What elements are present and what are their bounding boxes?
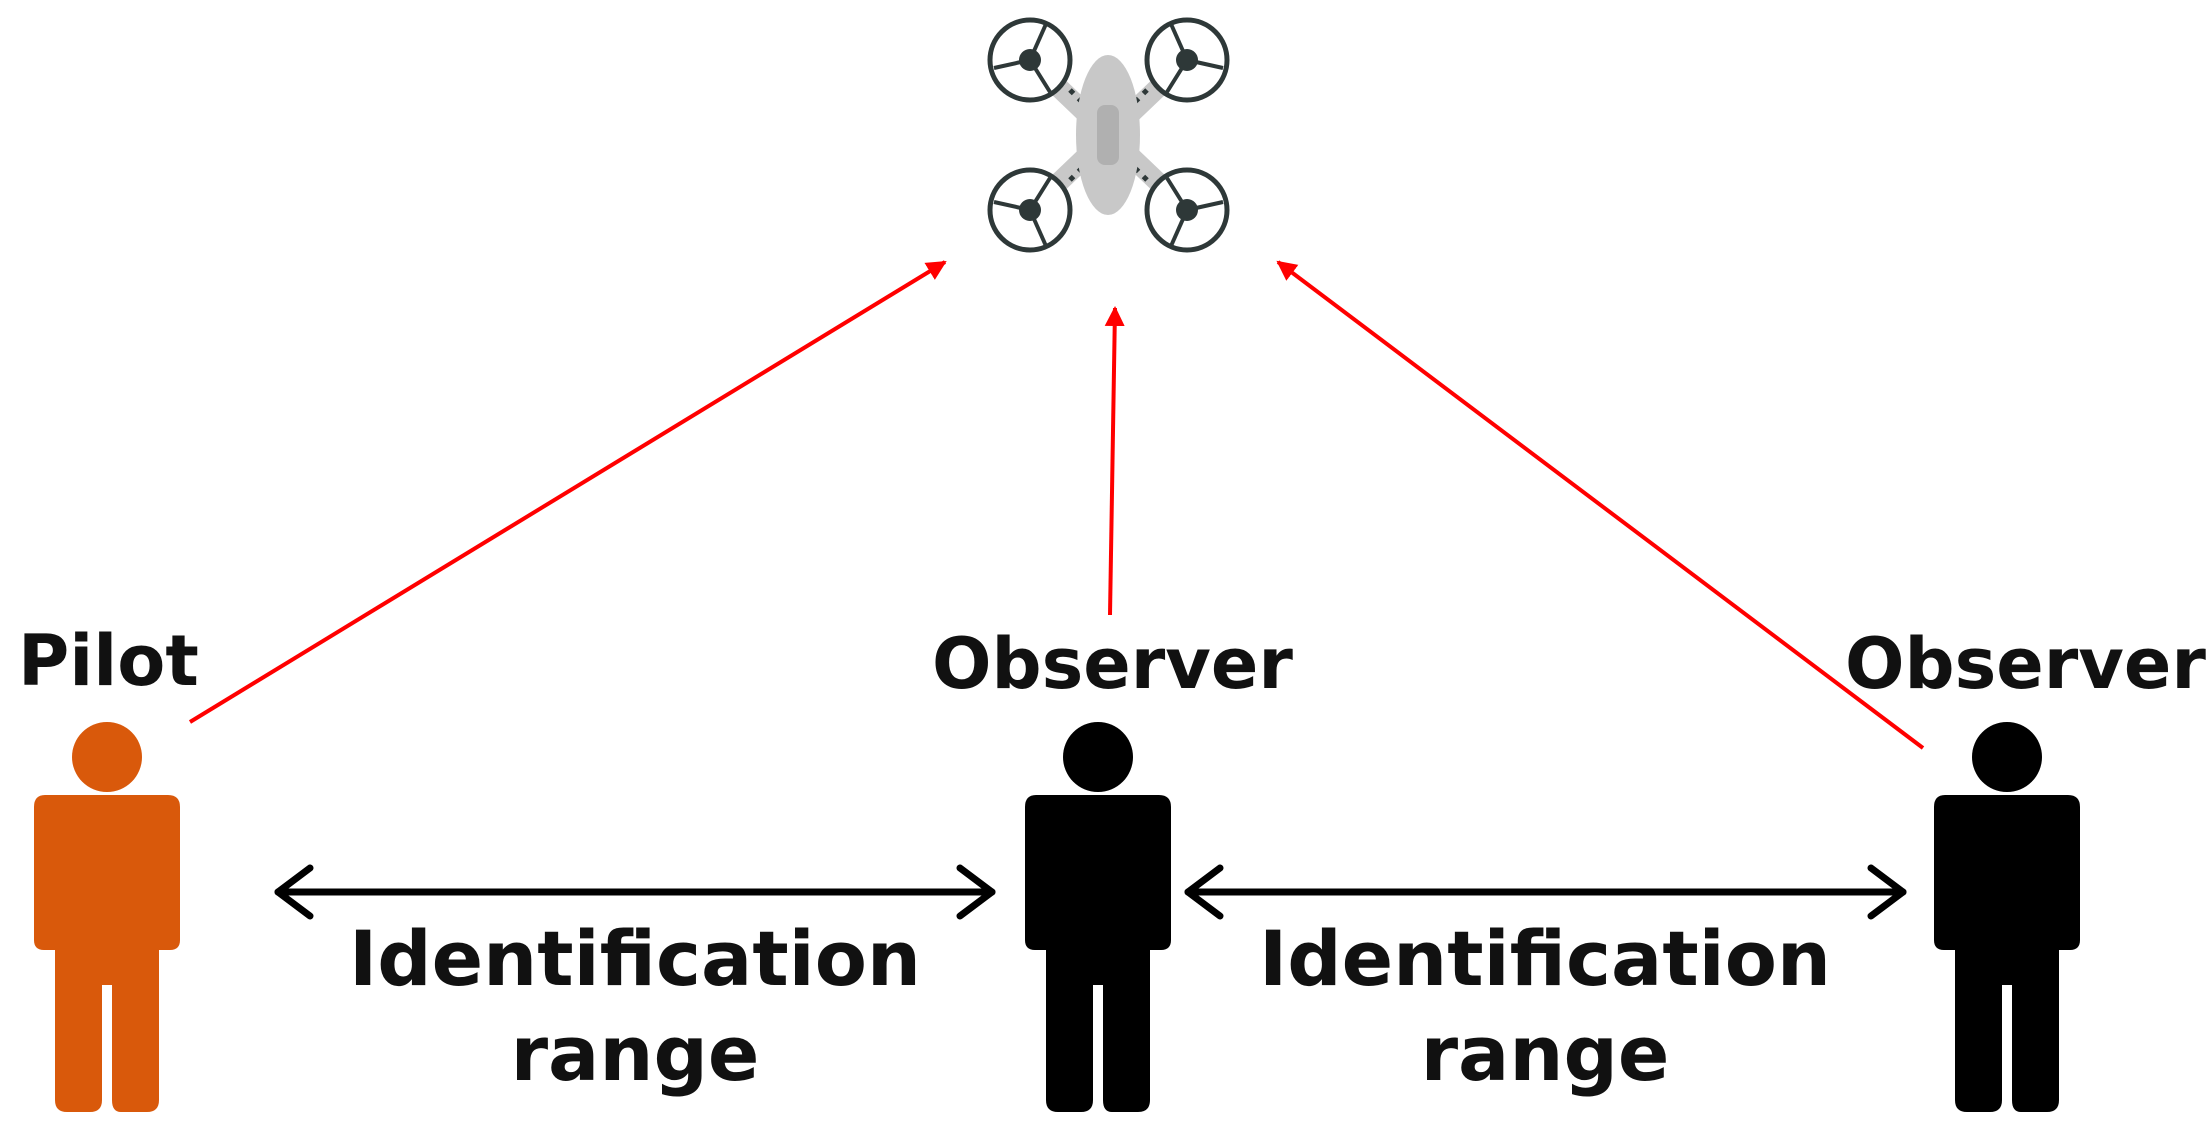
person-icon xyxy=(1025,722,1171,1112)
person-icon xyxy=(34,722,180,1112)
range-arrow-left xyxy=(274,864,996,920)
rotor-bottom-left xyxy=(987,167,1073,253)
range-label-right-line2: range xyxy=(1421,1009,1670,1098)
pilot-label: Pilot xyxy=(18,620,199,702)
observer-figure-center: Observer xyxy=(932,623,1293,1112)
range-label-left-line2: range xyxy=(511,1009,760,1098)
pilot-figure: Pilot xyxy=(18,620,199,1112)
person-icon xyxy=(1934,722,2080,1112)
range-label-right-line1: Identification xyxy=(1259,914,1831,1003)
sight-line-pilot xyxy=(188,260,947,724)
range-label-left: Identification range xyxy=(349,914,921,1098)
range-label-right: Identification range xyxy=(1259,914,1831,1098)
sight-line-observer-center xyxy=(1104,306,1125,616)
rotor-bottom-right xyxy=(1144,167,1230,253)
sight-lines xyxy=(188,260,1925,750)
sight-line-observer-right xyxy=(1276,260,1925,750)
rotor-top-left xyxy=(987,17,1073,103)
quadcopter-drone-icon xyxy=(987,17,1230,253)
range-label-left-line1: Identification xyxy=(349,914,921,1003)
range-arrow-right xyxy=(1184,864,1907,920)
observer-label-right: Observer xyxy=(1845,623,2206,705)
rotor-top-right xyxy=(1144,17,1230,103)
observer-figure-right: Observer xyxy=(1845,623,2206,1112)
observer-label-center: Observer xyxy=(932,623,1293,705)
